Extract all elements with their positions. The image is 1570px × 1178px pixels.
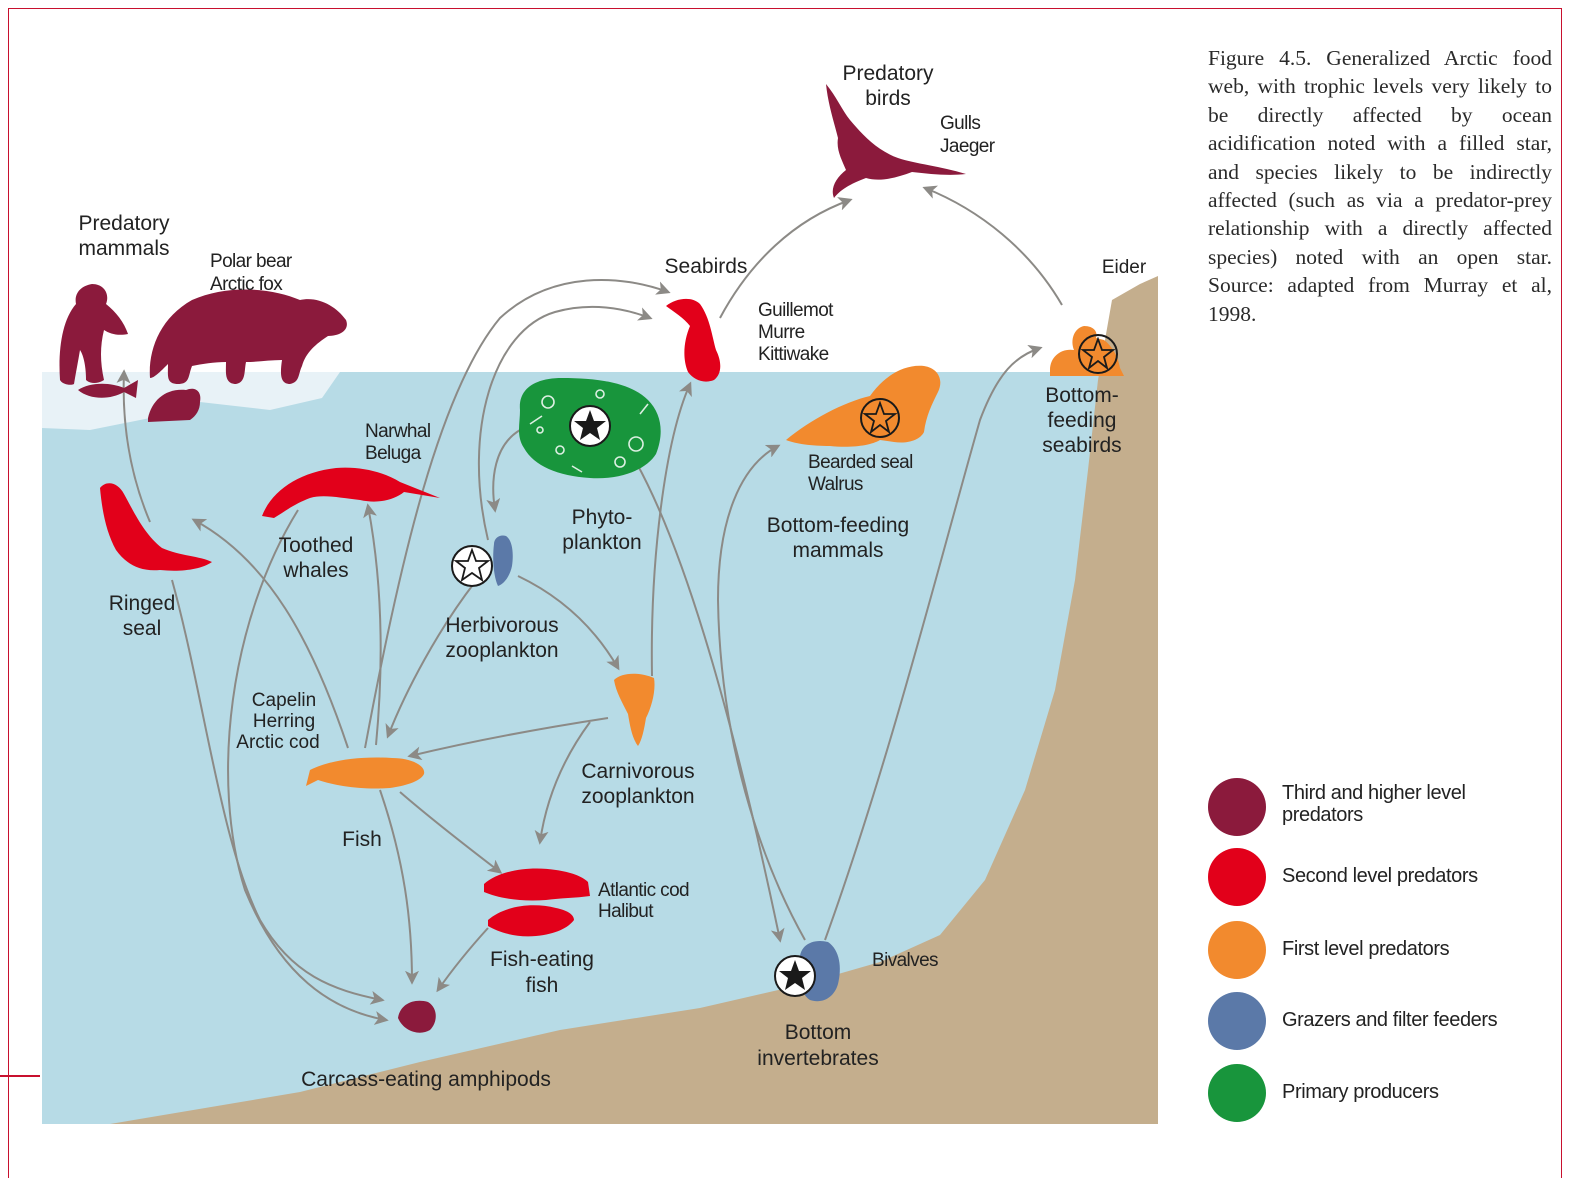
arrow-fish-to-amphipods: [379, 789, 419, 985]
legend-swatch: [1208, 921, 1266, 979]
arrow-herbzoo-to-seabirds: [477, 305, 653, 541]
arrow-herbzoo-to-carnzoo: [517, 575, 620, 671]
feeding-arrows: [116, 185, 1063, 1025]
figure-caption: Figure 4.5. Generalized Arctic food web,…: [1208, 46, 1552, 326]
arrow-carnzoo-to-fisheatingfish: [534, 721, 591, 845]
page-edge-line: [0, 1075, 40, 1077]
gull-silhouette: [826, 84, 966, 198]
arrow-fisheatingfish-to-amphipods: [436, 927, 489, 993]
open-star-eider: [1078, 334, 1118, 374]
arrow-eider-to-birds: [922, 185, 1063, 306]
figure-frame: [8, 8, 1562, 1178]
filled-star-phytoplankton: [569, 405, 611, 447]
legend-item-first-level: First level predators: [1208, 921, 1558, 981]
bottom-invertebrates-species: Bivalves: [872, 950, 938, 971]
arrow-phyto-to-bivalves: [635, 461, 785, 943]
arrow-carnzoo-to-fish: [407, 717, 609, 761]
legend-swatch: [1208, 778, 1266, 836]
arrow-fish-to-fisheatingfish: [399, 791, 503, 874]
legend-label: Primary producers: [1282, 1081, 1439, 1103]
legend-swatch: [1208, 848, 1266, 906]
carnivorous-zooplankton-silhouette: [614, 673, 655, 746]
predatory-mammal-figure: [59, 284, 128, 385]
legend-label: First level predators: [1282, 938, 1450, 960]
arrow-fish-to-whales: [363, 503, 382, 746]
phytoplankton-label: Phyto-plankton: [562, 506, 641, 554]
arrow-carnzoo-to-seabirds: [650, 381, 692, 677]
herbivorous-zooplankton-silhouette: [493, 535, 513, 586]
legend-swatch: [1208, 992, 1266, 1050]
open-star-herbivorous-zooplankton: [451, 545, 493, 587]
polar-bear-silhouette: [149, 289, 347, 384]
legend-label: Second level predators: [1282, 865, 1478, 887]
small-fish-silhouette: [78, 380, 138, 398]
atlantic-cod-silhouette: [484, 868, 590, 901]
ringed-seal-silhouette: [100, 483, 212, 571]
open-star-walrus: [860, 398, 900, 438]
arrow-fish-to-seal: [191, 518, 349, 749]
carcass-eating-amphipods-label: Carcass-eating amphipods: [301, 1068, 551, 1091]
arrow-phyto-to-herbzoo: [486, 429, 521, 513]
legend-item-grazers: Grazers and filter feeders: [1208, 992, 1558, 1052]
seabed: [110, 276, 1158, 1124]
legend-swatch: [1208, 1064, 1266, 1122]
arrow-seabirds-to-birds: [719, 197, 853, 319]
filled-star-bivalves: [774, 955, 816, 997]
legend-item-primary-producers: Primary producers: [1208, 1064, 1558, 1124]
arctic-fox-silhouette: [148, 388, 201, 422]
forage-fish-silhouette: [306, 757, 425, 789]
legend-label: Grazers and filter feeders: [1282, 1009, 1498, 1031]
legend-item-second-level: Second level predators: [1208, 848, 1558, 908]
arrow-herbzoo-to-fish: [385, 581, 476, 739]
guillemot-silhouette: [666, 298, 721, 382]
arrow-bivalves-to-walrus: [716, 444, 806, 941]
eider-label: Eider: [1102, 257, 1147, 278]
halibut-silhouette: [488, 905, 574, 937]
arrow-fish-to-seabirds: [364, 278, 671, 749]
arrow-seal-to-amphipods: [171, 579, 385, 1005]
walrus-silhouette: [786, 365, 941, 447]
amphipod-silhouette: [398, 1000, 436, 1033]
fish-label: Fish: [342, 828, 382, 851]
seabirds-label: Seabirds: [665, 255, 748, 278]
arrow-bivalves-to-eider: [824, 344, 1043, 941]
narwhal-silhouette: [262, 467, 440, 518]
